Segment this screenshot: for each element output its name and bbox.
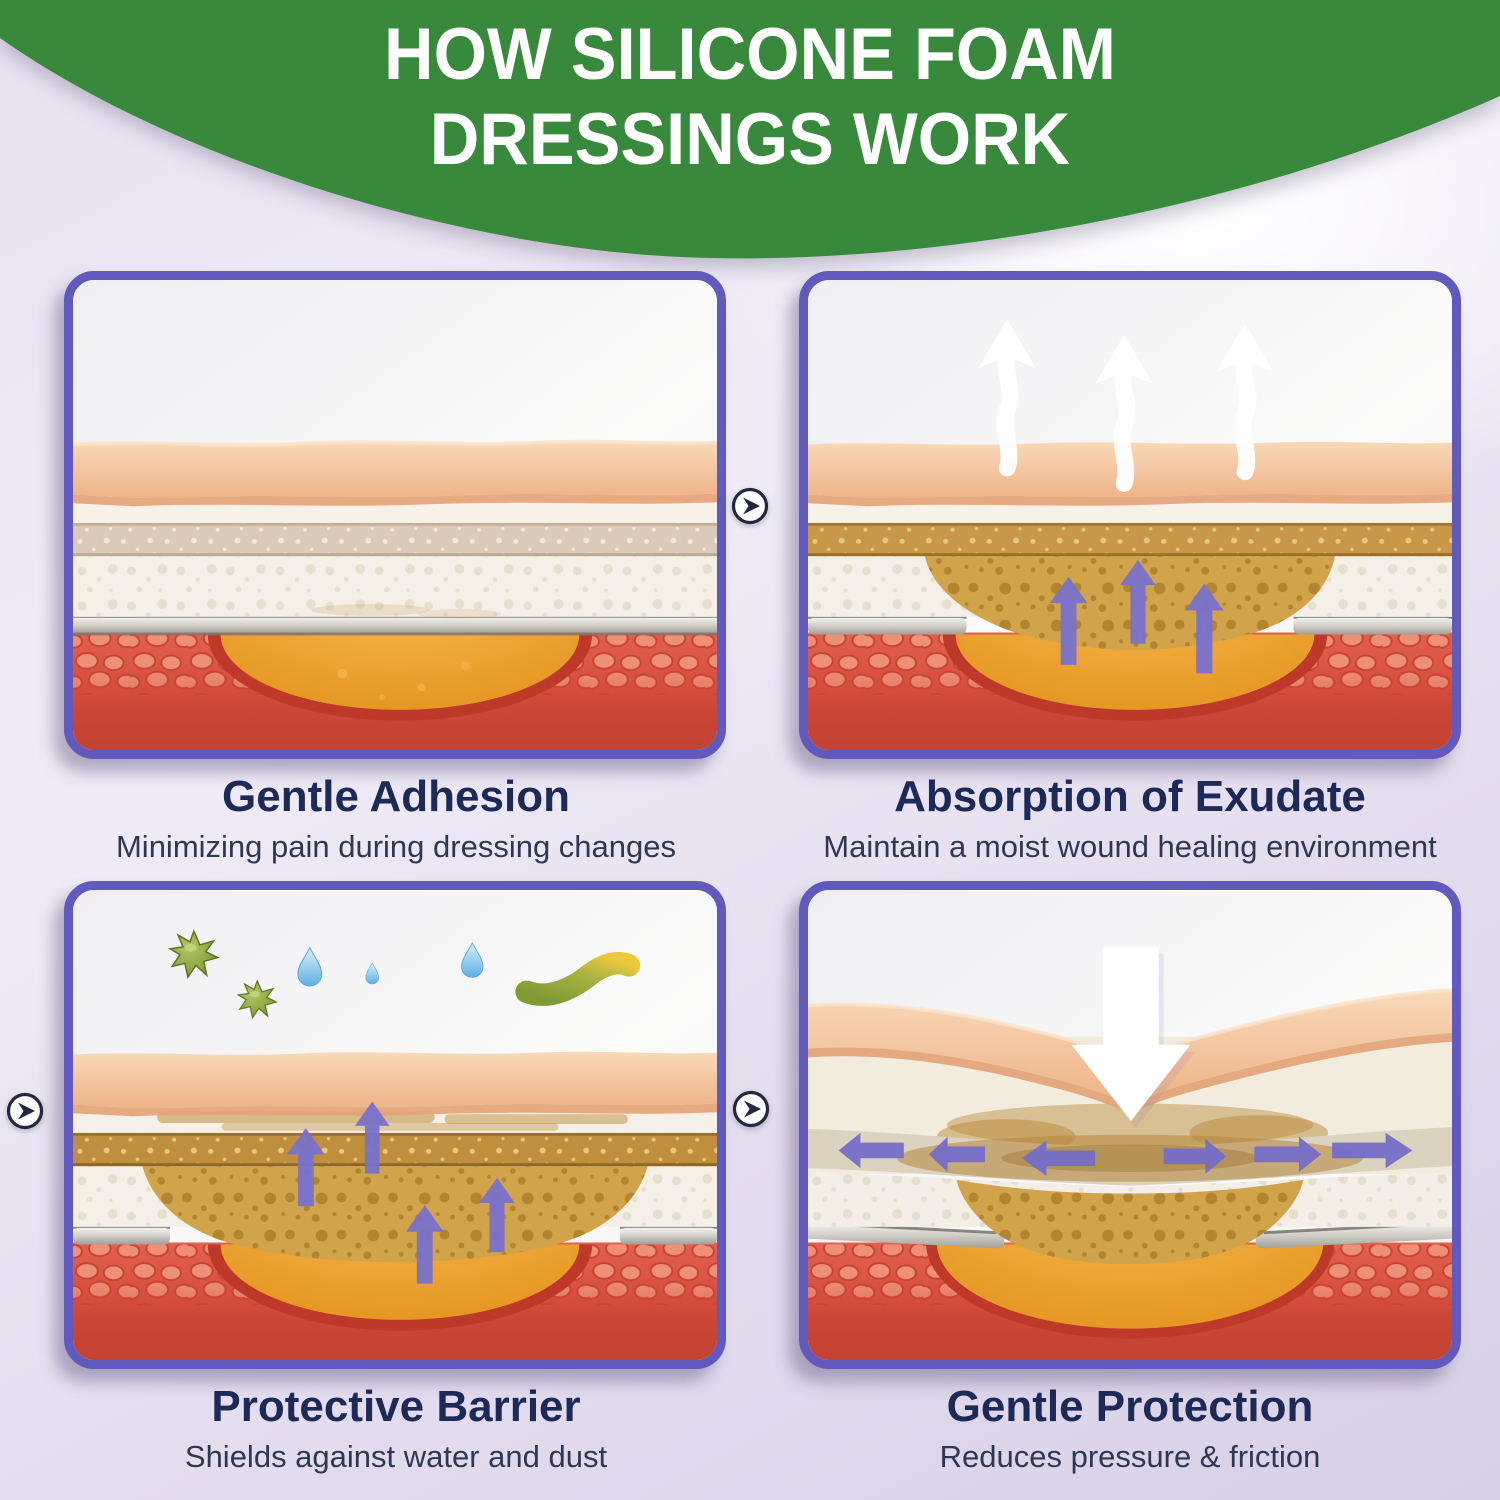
panel-subheading: Maintain a moist wound healing environme… <box>823 829 1437 864</box>
caption-gentle-adhesion: Gentle Adhesion Minimizing pain during d… <box>56 772 736 865</box>
foam-layer <box>808 556 1452 651</box>
flow-arrow-icon <box>731 487 769 525</box>
skin-layer <box>73 439 717 507</box>
panel-heading: Gentle Protection <box>946 1382 1314 1431</box>
silicone-contact-layer <box>808 615 1452 635</box>
tissue-layer <box>808 632 1452 750</box>
page-title-line2: DRESSINGS WORK <box>429 99 1071 180</box>
caption-protective-barrier: Protective Barrier Shields against water… <box>56 1382 736 1475</box>
pressure-arrow-icon <box>1071 946 1196 1128</box>
wound-bed <box>925 1244 1335 1339</box>
absorbent-layer-saturated <box>808 522 1452 557</box>
panel-heading: Gentle Adhesion <box>222 772 570 821</box>
skin-layer <box>73 1051 717 1117</box>
bacteria-icon <box>515 951 641 1006</box>
absorbent-layer <box>73 522 717 557</box>
panel-subheading: Minimizing pain during dressing changes <box>115 829 677 864</box>
page-title-line1: HOW SILICONE FOAM <box>384 14 1116 95</box>
wound-bed <box>207 1244 593 1331</box>
panel-heading: Protective Barrier <box>211 1382 581 1431</box>
panel-subheading: Shields against water and dust <box>184 1439 608 1474</box>
caption-gentle-protection: Gentle Protection Reduces pressure & fri… <box>790 1382 1470 1475</box>
evaporation-arrow-icon <box>978 319 1274 492</box>
panel-gentle-protection <box>799 881 1461 1369</box>
flow-arrow-icon <box>732 1090 770 1128</box>
caption-absorption-of-exudate: Absorption of Exudate Maintain a moist w… <box>790 772 1470 865</box>
illustration-gentle-adhesion <box>73 280 717 750</box>
panel-subheading: Reduces pressure & friction <box>939 1439 1321 1474</box>
illustration-gentle-protection <box>808 890 1452 1360</box>
page-title: HOW SILICONE FOAM DRESSINGS WORK <box>45 12 1455 182</box>
illustration-protective-barrier <box>73 890 717 1360</box>
panel-absorption-of-exudate <box>799 271 1461 759</box>
wound-bed <box>207 634 593 721</box>
panel-heading: Absorption of Exudate <box>894 772 1366 821</box>
foam-layer <box>808 1172 1452 1265</box>
silicone-contact-layer <box>73 615 717 636</box>
silicone-contact-layer <box>73 1225 717 1245</box>
absorbent-layer-saturated <box>73 1132 717 1167</box>
wound-bed <box>942 634 1328 721</box>
panel-protective-barrier <box>64 881 726 1369</box>
panel-gentle-adhesion <box>64 271 726 759</box>
flow-arrow-icon <box>6 1092 44 1130</box>
title-banner <box>0 0 1500 259</box>
illustration-absorption-of-exudate <box>808 280 1452 750</box>
foam-layer <box>73 556 717 619</box>
foam-layer <box>73 1166 717 1263</box>
